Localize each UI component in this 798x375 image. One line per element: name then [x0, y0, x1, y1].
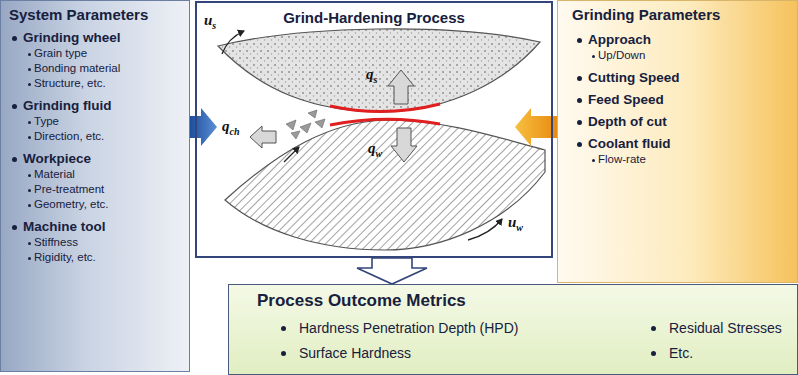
bullet-item: Residual Stresses: [669, 320, 782, 336]
contact-zone-workpiece: [330, 119, 440, 125]
bullet-dot: [577, 98, 582, 103]
sub-item: Direction, etc.: [34, 130, 104, 143]
bullet-dot: [28, 136, 31, 139]
sub-item: Type: [34, 115, 59, 128]
bullet-dot: [28, 53, 31, 56]
sub-item: Stiffness: [34, 236, 78, 249]
panel-heading: Process Outcome Metrics: [257, 291, 466, 311]
bullet-item: Etc.: [669, 345, 693, 361]
panel-heading: Grind-Hardening Process: [197, 9, 551, 26]
bullet-dot: [651, 326, 656, 331]
bullet-item: Grinding wheel: [23, 30, 121, 46]
grinding-wheel: [218, 29, 540, 112]
bullet-item: Feed Speed: [588, 92, 664, 108]
bullet-item: Workpiece: [23, 151, 91, 167]
bullet-dot: [12, 225, 17, 230]
bullet-item: Hardness Penetration Depth (HPD): [299, 320, 518, 336]
flux-label: us: [204, 12, 216, 31]
sub-item: Geometry, etc.: [34, 198, 109, 211]
panel-heading: Grinding Parameters: [572, 6, 720, 23]
coolant-arrow: [284, 147, 299, 162]
heat-flux-workpiece-arrow: [391, 128, 417, 162]
flux-label: uw: [508, 214, 523, 233]
sub-item: Flow-rate: [598, 153, 646, 166]
bullet-item: Grinding fluid: [23, 98, 111, 114]
bullet-dot: [577, 142, 582, 147]
bullet-dot: [592, 159, 595, 162]
bullet-dot: [577, 120, 582, 125]
process-ground: [196, 2, 552, 257]
bullet-dot: [12, 157, 17, 162]
bullet-item: Surface Hardness: [299, 345, 411, 361]
flux-label: qw: [368, 140, 382, 159]
sub-item: Bonding material: [34, 62, 120, 75]
bullet-item: Cutting Speed: [588, 70, 680, 86]
bullet-dot: [281, 351, 286, 356]
block-arrow: [515, 108, 557, 146]
bullet-dot: [28, 204, 31, 207]
wheel-rotation-arrow: [222, 31, 244, 54]
bullet-item: Machine tool: [23, 219, 106, 235]
bullet-item: Approach: [588, 32, 651, 48]
flux-label: qs: [366, 66, 377, 85]
bullet-dot: [281, 326, 286, 331]
panel-heading: System Parameters: [9, 6, 148, 23]
chips: [286, 110, 325, 139]
workpiece: [225, 120, 545, 250]
workpiece-feed-arrow: [468, 219, 502, 240]
bullet-dot: [28, 189, 31, 192]
process-box: Grind-Hardening Process: [195, 1, 553, 258]
bullet-dot: [28, 68, 31, 71]
contact-zone-wheel: [330, 104, 440, 112]
bullet-dot: [577, 38, 582, 43]
flux-label: qch: [222, 118, 240, 137]
bullet-dot: [28, 242, 31, 245]
sub-item: Rigidity, etc.: [34, 251, 96, 264]
sub-item: Pre-treatment: [34, 183, 104, 196]
grinding-parameters-panel: Grinding ParametersApproachUp/DownCuttin…: [557, 0, 798, 283]
bullet-dot: [28, 174, 31, 177]
sub-item: Up/Down: [598, 49, 645, 62]
bullet-item: Depth of cut: [588, 114, 667, 130]
sub-item: Grain type: [34, 47, 87, 60]
bullet-dot: [577, 76, 582, 81]
bullet-dot: [28, 121, 31, 124]
system-parameters-panel: System ParametersGrinding wheelGrain typ…: [0, 0, 190, 372]
bullet-dot: [592, 55, 595, 58]
heat-flux-chip-arrow: [250, 126, 276, 148]
block-arrow: [357, 258, 427, 284]
bullet-item: Coolant fluid: [588, 136, 670, 152]
bullet-dot: [12, 104, 17, 109]
bullet-dot: [28, 257, 31, 260]
sub-item: Structure, etc.: [34, 77, 106, 90]
sub-item: Material: [34, 168, 75, 181]
bullet-dot: [28, 83, 31, 86]
outcome-metrics-box: Process Outcome MetricsHardness Penetrat…: [228, 284, 798, 375]
heat-flux-wheel-arrow: [388, 70, 414, 104]
bullet-dot: [12, 36, 17, 41]
bullet-dot: [651, 351, 656, 356]
